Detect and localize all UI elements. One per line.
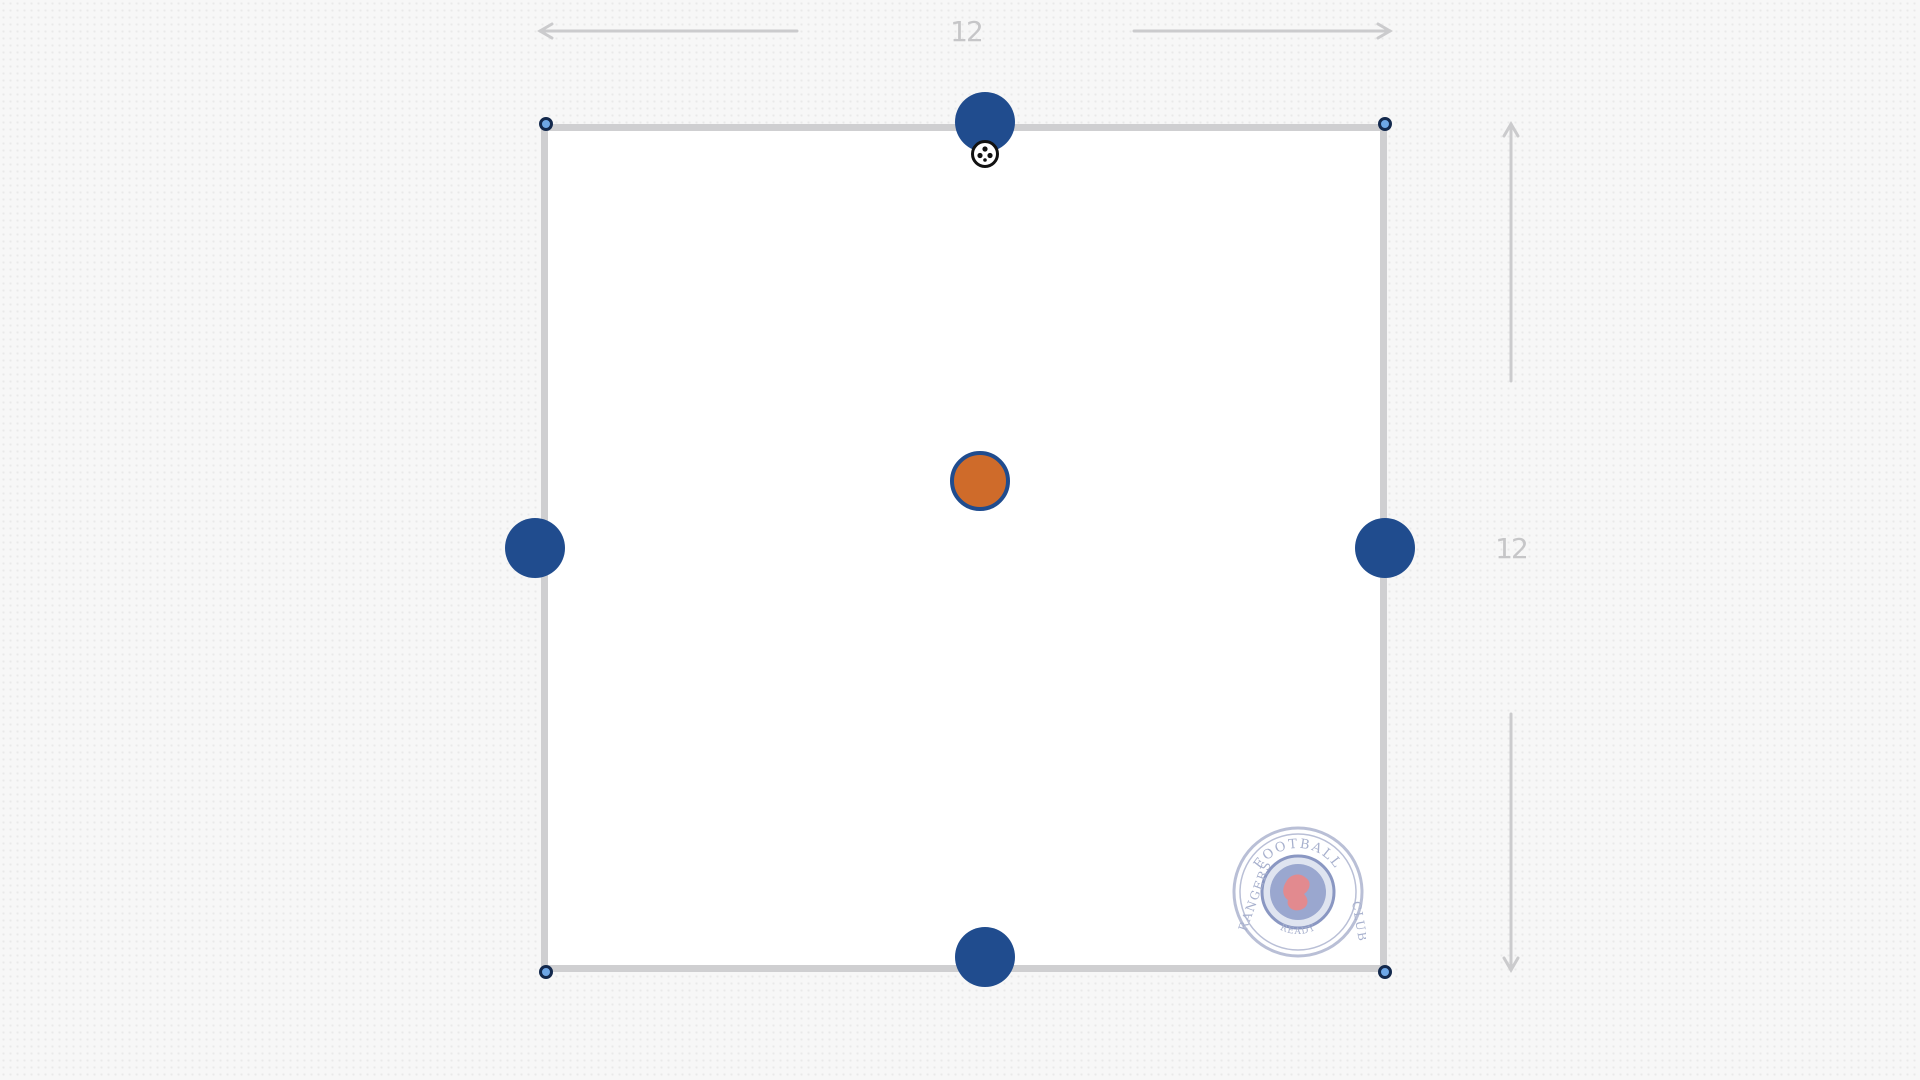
player-right[interactable] <box>1355 518 1415 578</box>
corner-marker-bottom-right[interactable] <box>1378 965 1392 979</box>
player-bottom[interactable] <box>955 927 1015 987</box>
svg-text:READY: READY <box>1279 923 1318 937</box>
corner-marker-bottom-left[interactable] <box>539 965 553 979</box>
height-dimension-label: 12 <box>1495 532 1529 565</box>
crest-ring-text-bottom: READY <box>1279 923 1317 937</box>
corner-marker-top-left[interactable] <box>539 117 553 131</box>
width-arrowhead-left <box>537 22 554 40</box>
club-crest-icon: FOOTBALL READY RANGERS CLUB <box>1232 826 1366 958</box>
player-left[interactable] <box>505 518 565 578</box>
height-arrowhead-top <box>1502 121 1520 138</box>
width-arrowhead-right <box>1376 22 1393 40</box>
width-dimension-label: 12 <box>950 15 984 48</box>
defender-player[interactable] <box>950 451 1010 511</box>
height-arrowhead-bottom <box>1502 956 1520 973</box>
corner-marker-top-right[interactable] <box>1378 117 1392 131</box>
football-icon[interactable] <box>971 140 999 168</box>
